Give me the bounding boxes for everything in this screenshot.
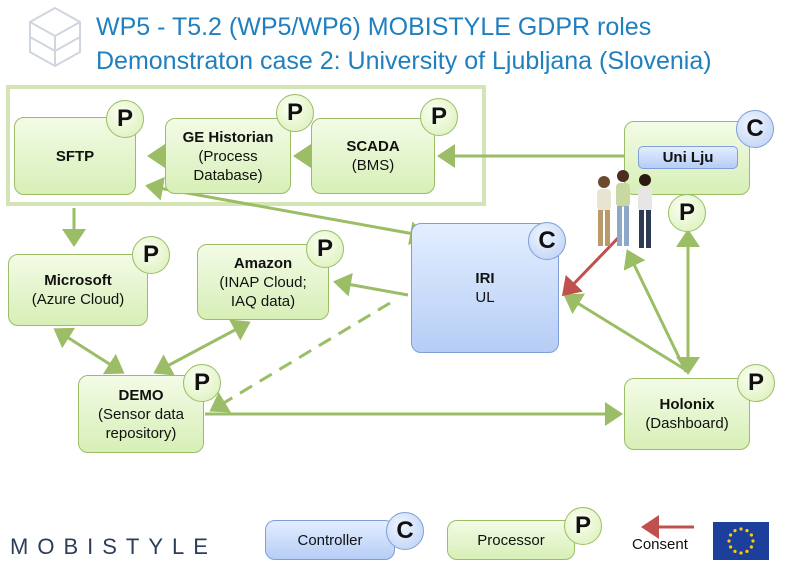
eu-star xyxy=(751,539,755,543)
badge-sftp-processor: P xyxy=(106,100,144,138)
eu-star xyxy=(729,533,733,537)
eu-star xyxy=(733,529,737,533)
node-amazon-label: Amazon xyxy=(233,254,293,272)
arrow-microsoft-demo xyxy=(53,327,125,375)
node-amazon-sub1: (INAP Cloud; xyxy=(219,273,307,291)
eu-star xyxy=(729,545,733,549)
consent-arrow-people-iri xyxy=(561,236,620,297)
node-ge-historian-sub1: (Process xyxy=(198,147,258,165)
legend-controller: Controller xyxy=(265,520,395,560)
node-sftp-label: SFTP xyxy=(55,147,95,165)
badge-microsoft-processor: P xyxy=(132,236,170,274)
eu-star xyxy=(733,549,737,553)
page-subtitle: Demonstraton case 2: University of Ljubl… xyxy=(96,47,712,75)
badge-uni-lju-controller: C xyxy=(736,110,774,148)
eu-star xyxy=(727,539,731,543)
node-uni-lju-label-box: Uni Lju xyxy=(638,146,738,169)
badge-demo-processor: P xyxy=(183,364,221,402)
eu-star xyxy=(745,549,749,553)
node-iri-sub1: UL xyxy=(475,289,495,306)
node-microsoft-label: Microsoft xyxy=(44,272,112,289)
arrow-iri-amazon xyxy=(333,272,409,297)
node-demo-sub1: (Sensor data xyxy=(98,405,184,423)
legend-consent-label: Consent xyxy=(632,536,688,553)
node-amazon-sub2: IAQ data) xyxy=(230,292,296,310)
eu-star xyxy=(739,551,743,555)
node-holonix: Holonix (Dashboard) xyxy=(624,378,750,450)
badge-iri-controller: C xyxy=(528,222,566,260)
node-ge-historian-label: GE Historian xyxy=(182,128,274,146)
node-iri-label: IRI xyxy=(475,270,495,287)
badge-ge-historian-processor: P xyxy=(276,94,314,132)
node-ge-historian-sub2: Database) xyxy=(193,166,263,184)
eu-star xyxy=(749,545,753,549)
mobistyle-logo-text: MOBISTYLE xyxy=(10,534,217,559)
node-scada-sub1: (BMS) xyxy=(351,157,395,174)
badge-holonix-processor: P xyxy=(737,364,775,402)
legend-processor-badge: P xyxy=(564,507,602,545)
legend-processor-label: Processor xyxy=(477,531,545,549)
badge-scada-processor: P xyxy=(420,98,458,136)
eu-star xyxy=(749,533,753,537)
node-holonix-sub1: (Dashboard) xyxy=(645,415,729,432)
eu-star xyxy=(739,527,743,531)
node-microsoft-sub1: (Azure Cloud) xyxy=(31,291,125,308)
node-holonix-label: Holonix xyxy=(659,396,715,413)
node-uni-lju-label: Uni Lju xyxy=(662,149,714,166)
node-scada-label: SCADA xyxy=(346,138,400,155)
node-demo-label: DEMO xyxy=(118,386,164,404)
node-microsoft: Microsoft (Azure Cloud) xyxy=(8,254,148,326)
node-sftp: SFTP xyxy=(14,117,136,195)
badge-amazon-processor: P xyxy=(306,230,344,268)
badge-people-processor: P xyxy=(668,194,706,232)
legend-processor: Processor xyxy=(447,520,575,560)
node-demo-sub2: repository) xyxy=(105,424,177,442)
page-title: WP5 - T5.2 (WP5/WP6) MOBISTYLE GDPR role… xyxy=(96,13,652,41)
legend-controller-badge: C xyxy=(386,512,424,550)
arrow-holonix-people xyxy=(623,249,688,373)
eu-star xyxy=(745,529,749,533)
arrow-holonix-iri xyxy=(563,293,687,372)
legend-controller-label: Controller xyxy=(297,531,363,549)
node-ge-historian: GE Historian (Process Database) xyxy=(165,118,291,194)
node-scada: SCADA (BMS) xyxy=(311,118,435,194)
